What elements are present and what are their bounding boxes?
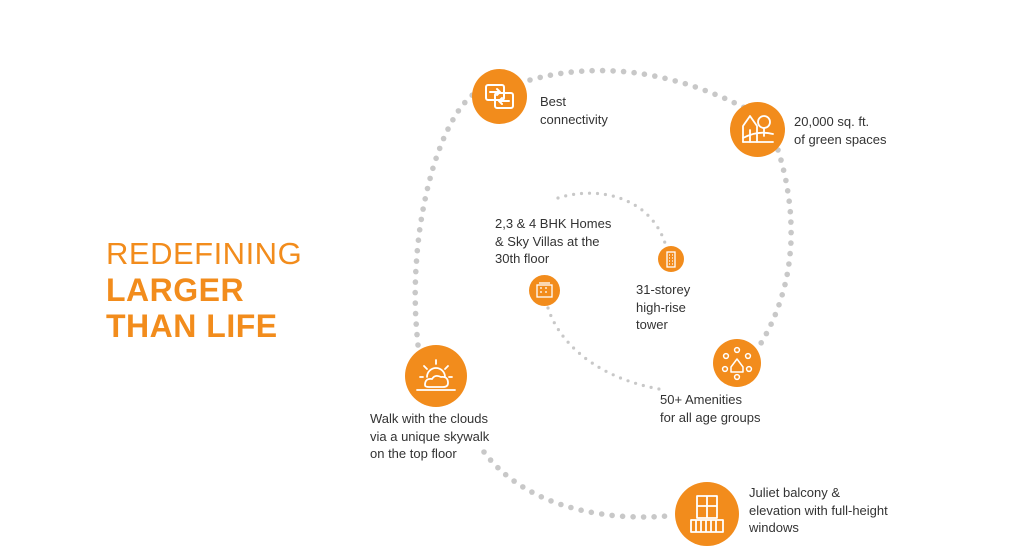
feature-label-tower: 31-storey high-rise tower bbox=[636, 282, 691, 333]
sun-cloud-skywalk-icon bbox=[405, 345, 467, 407]
headline-line-1: REDEFINING bbox=[106, 236, 303, 271]
trees-landscape-icon bbox=[730, 102, 785, 157]
amenities-network-icon bbox=[713, 339, 761, 387]
feature-label-balcony: Juliet balcony & elevation with full-hei… bbox=[749, 485, 888, 536]
tower-building-icon bbox=[658, 246, 684, 272]
feature-label-skywalk: Walk with the clouds via a unique skywal… bbox=[370, 411, 490, 462]
headline-line-3: THAN LIFE bbox=[106, 308, 278, 345]
feature-label-bhk-homes: 2,3 & 4 BHK Homes & Sky Villas at the 30… bbox=[495, 216, 612, 267]
apartment-building-icon bbox=[529, 275, 560, 306]
headline-line-2: LARGER bbox=[106, 271, 245, 308]
headline: REDEFINING LARGER THAN LIFE bbox=[106, 236, 302, 345]
balcony-window-icon bbox=[675, 482, 739, 546]
feature-label-connectivity: Best connectivity bbox=[540, 94, 608, 127]
feature-label-green-spaces: 20,000 sq. ft. of green spaces bbox=[794, 114, 887, 147]
connectivity-arrows-icon bbox=[472, 69, 527, 124]
feature-label-amenities: 50+ Amenities for all age groups bbox=[660, 392, 761, 425]
